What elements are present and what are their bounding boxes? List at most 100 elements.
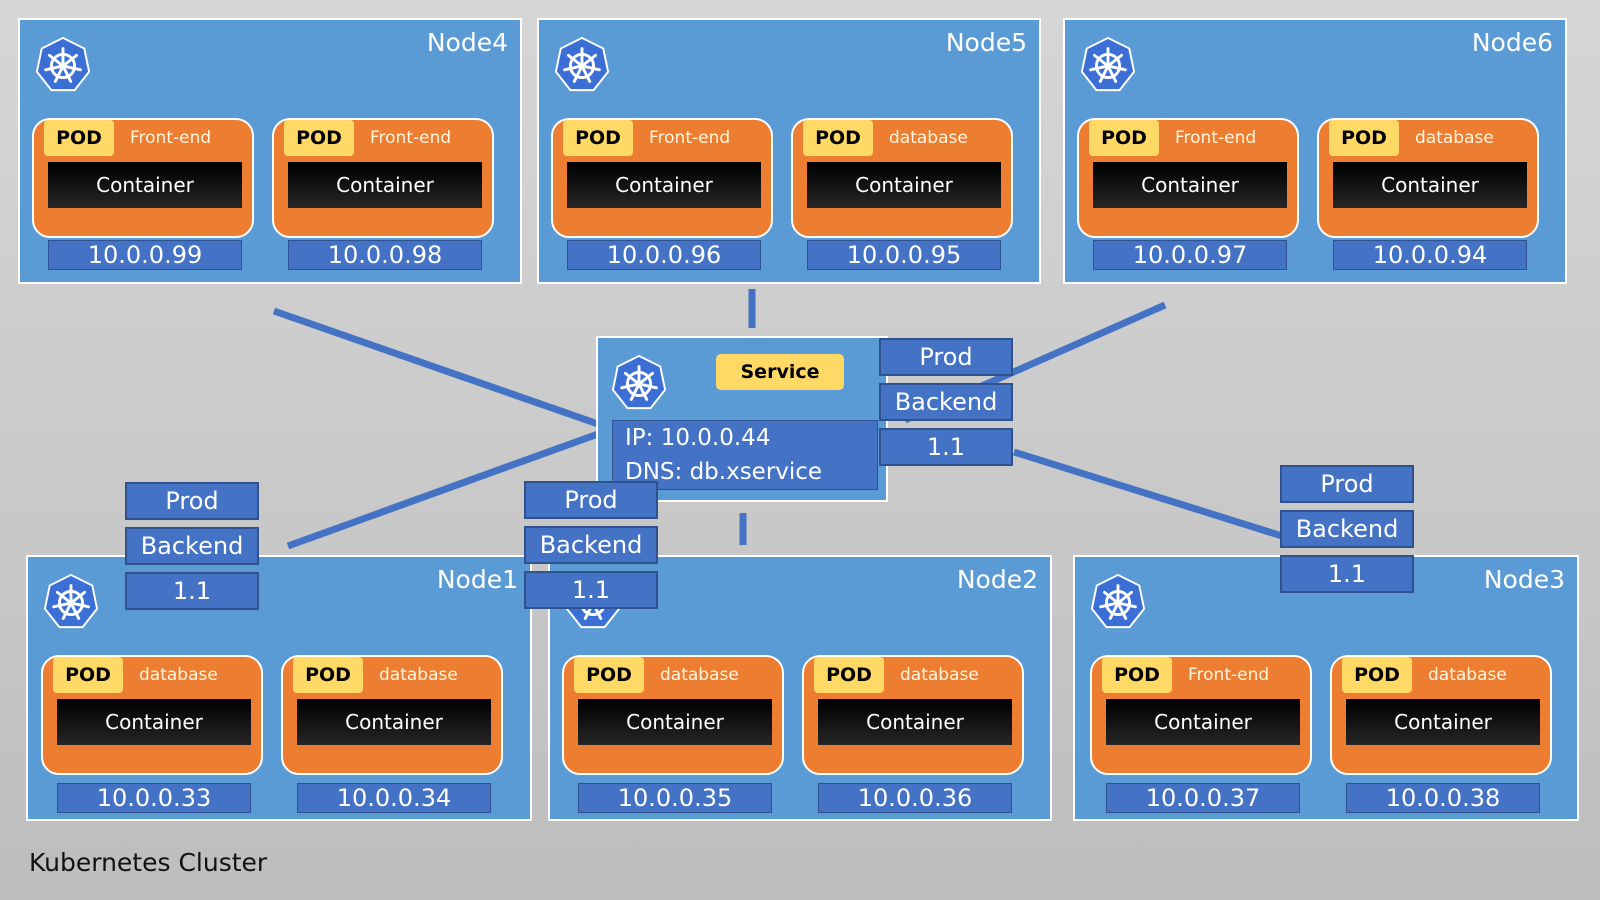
container: Container [1333, 162, 1527, 208]
pod: POD database Container [562, 655, 784, 775]
pod-badge: POD [1342, 657, 1412, 693]
pod-badge: POD [293, 657, 363, 693]
service-label-backend: Backend [879, 383, 1013, 421]
pod: POD Front-end Container [32, 118, 254, 238]
label-version: 1.1 [125, 572, 259, 610]
service-ip: IP: 10.0.0.44 [625, 425, 771, 451]
pod-badge: POD [53, 657, 123, 693]
pod-label: Front-end [130, 128, 212, 148]
pod-label: database [1415, 128, 1494, 148]
pod-badge: POD [814, 657, 884, 693]
pod-ip: 10.0.0.97 [1093, 240, 1287, 270]
container: Container [567, 162, 761, 208]
label-prod: Prod [1280, 465, 1414, 503]
label-prod: Prod [125, 482, 259, 520]
pod-ip: 10.0.0.37 [1106, 783, 1300, 813]
pod-ip: 10.0.0.96 [567, 240, 761, 270]
pod-ip: 10.0.0.95 [807, 240, 1001, 270]
node-title: Node2 [956, 565, 1038, 594]
node-title: Node5 [945, 28, 1027, 57]
pod-label: database [660, 665, 739, 685]
kubernetes-icon [1090, 573, 1146, 629]
pod: POD Front-end Container [551, 118, 773, 238]
pod: POD database Container [1317, 118, 1539, 238]
pod-ip: 10.0.0.33 [57, 783, 251, 813]
pod-ip: 10.0.0.94 [1333, 240, 1527, 270]
container: Container [818, 699, 1012, 745]
container: Container [297, 699, 491, 745]
node-node6: Node6 POD Front-end Container 10.0.0.97 … [1063, 18, 1567, 284]
pod-label: database [900, 665, 979, 685]
container: Container [1106, 699, 1300, 745]
pod-label: Front-end [370, 128, 452, 148]
node-node2: Node2 POD database Container 10.0.0.35 P… [548, 555, 1052, 821]
pod-badge: POD [44, 120, 114, 156]
container: Container [807, 162, 1001, 208]
pod-ip: 10.0.0.38 [1346, 783, 1540, 813]
pod: POD Front-end Container [272, 118, 494, 238]
pod-ip: 10.0.0.98 [288, 240, 482, 270]
container: Container [57, 699, 251, 745]
pod: POD database Container [1330, 655, 1552, 775]
pod-label: database [889, 128, 968, 148]
node-title: Node4 [426, 28, 508, 57]
link-node1-service [286, 430, 600, 550]
node-title: Node6 [1471, 28, 1553, 57]
node-node3: Node3 POD Front-end Container 10.0.0.37 … [1073, 555, 1579, 821]
kubernetes-icon [35, 36, 91, 92]
node-title: Node3 [1483, 565, 1565, 594]
node-node5: Node5 POD Front-end Container 10.0.0.96 … [537, 18, 1041, 284]
node-node4: Node4 POD Front-end Container 10.0.0.99 … [18, 18, 522, 284]
pod-ip: 10.0.0.35 [578, 783, 772, 813]
service-title: Service [716, 354, 844, 390]
pod-label: database [379, 665, 458, 685]
pod-badge: POD [1102, 657, 1172, 693]
node-node1: Node1 POD database Container 10.0.0.33 P… [26, 555, 532, 821]
label-backend: Backend [524, 526, 658, 564]
pod: POD Front-end Container [1090, 655, 1312, 775]
label-prod: Prod [524, 481, 658, 519]
service-info: IP: 10.0.0.44 DNS: db.xservice [612, 420, 878, 490]
pod: POD database Container [41, 655, 263, 775]
pod-badge: POD [1329, 120, 1399, 156]
pod-label: database [1428, 665, 1507, 685]
link-node4-service [272, 307, 600, 428]
container: Container [1093, 162, 1287, 208]
label-backend: Backend [125, 527, 259, 565]
pod-ip: 10.0.0.99 [48, 240, 242, 270]
pod-label: Front-end [1175, 128, 1257, 148]
service-dns: DNS: db.xservice [625, 459, 823, 485]
pod: POD database Container [802, 655, 1024, 775]
pod-badge: POD [803, 120, 873, 156]
pod-badge: POD [284, 120, 354, 156]
pod-ip: 10.0.0.36 [818, 783, 1012, 813]
pod-label: Front-end [649, 128, 731, 148]
label-version: 1.1 [524, 571, 658, 609]
kubernetes-icon [554, 36, 610, 92]
node-title: Node1 [436, 565, 518, 594]
container: Container [288, 162, 482, 208]
kubernetes-icon [43, 573, 99, 629]
pod-badge: POD [563, 120, 633, 156]
pod-ip: 10.0.0.34 [297, 783, 491, 813]
cluster-label: Kubernetes Cluster [29, 848, 268, 877]
pod-label: database [139, 665, 218, 685]
pod-badge: POD [1089, 120, 1159, 156]
link-node3-service [1012, 448, 1284, 540]
container: Container [48, 162, 242, 208]
container: Container [578, 699, 772, 745]
service-label-prod: Prod [879, 338, 1013, 376]
kubernetes-icon [1080, 36, 1136, 92]
kubernetes-icon [611, 354, 667, 410]
service-box: Service IP: 10.0.0.44 DNS: db.xservice [596, 336, 888, 502]
pod: POD Front-end Container [1077, 118, 1299, 238]
pod: POD database Container [281, 655, 503, 775]
service-label-version: 1.1 [879, 428, 1013, 466]
label-backend: Backend [1280, 510, 1414, 548]
pod-badge: POD [574, 657, 644, 693]
pod: POD database Container [791, 118, 1013, 238]
container: Container [1346, 699, 1540, 745]
label-version: 1.1 [1280, 555, 1414, 593]
pod-label: Front-end [1188, 665, 1270, 685]
